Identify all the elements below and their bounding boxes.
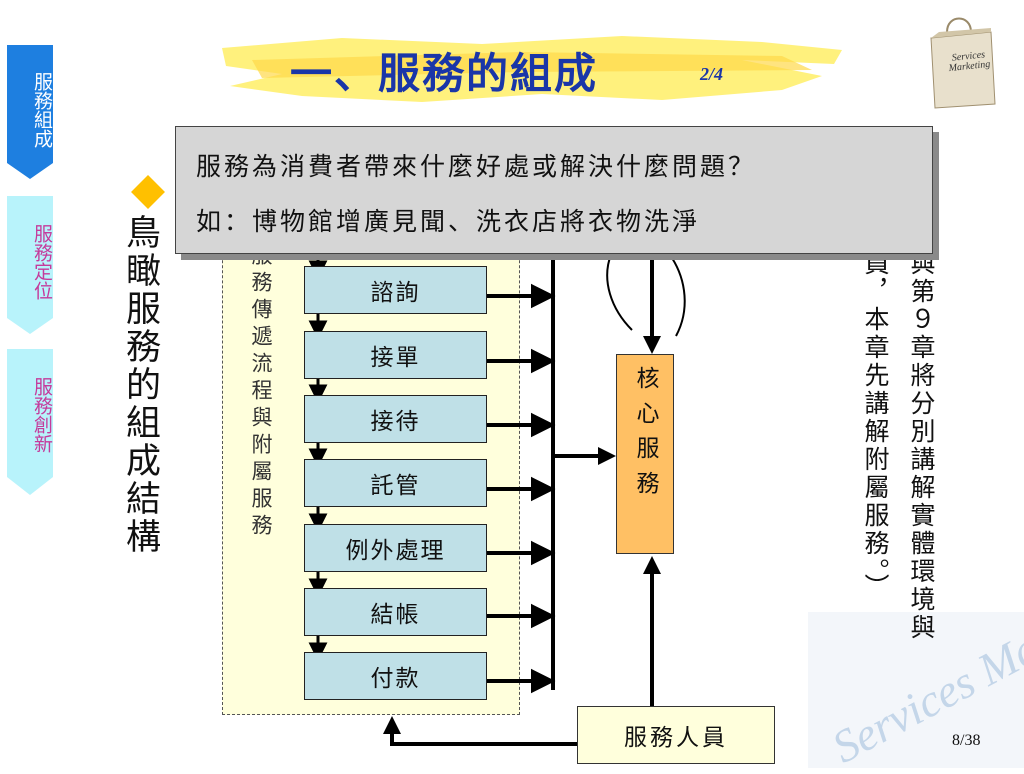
page-title: 一、服務的組成 [290,49,599,98]
flow-step-billing: 結帳 [304,588,487,636]
page-number: 8/38 [952,732,981,749]
callout-line-2: 如：博物館增廣見聞、洗衣店將衣物洗淨 [196,207,701,236]
side-heading: 鳥瞰服務的組成結構 [120,214,160,556]
flow-step-order-taking: 接單 [304,331,487,379]
flow-step-exception-handling: 例外處理 [304,524,487,572]
flow-step-consultation: 諮詢 [304,266,487,314]
title-brush-background [222,36,842,102]
flow-step-payment: 付款 [304,652,487,700]
flow-step-custody: 託管 [304,459,487,507]
service-staff-box: 服務人員 [577,706,775,764]
callout-box: 服務為消費者帶來什麼好處或解決什麼問題？ 如：博物館增廣見聞、洗衣店將衣物洗淨 [175,126,933,254]
watermark-area [808,612,1024,768]
core-service-box [616,354,674,554]
title-page-part: 2/4 [700,64,724,84]
callout-line-1: 服務為消費者帶來什麼好處或解決什麼問題？ [196,152,757,181]
flow-panel-label: 服務傳遞流程與附屬服務 [249,244,273,541]
core-service-label: 核心服務 [632,366,658,506]
flow-step-reception: 接待 [304,395,487,443]
shopping-bag-logo [930,17,996,109]
